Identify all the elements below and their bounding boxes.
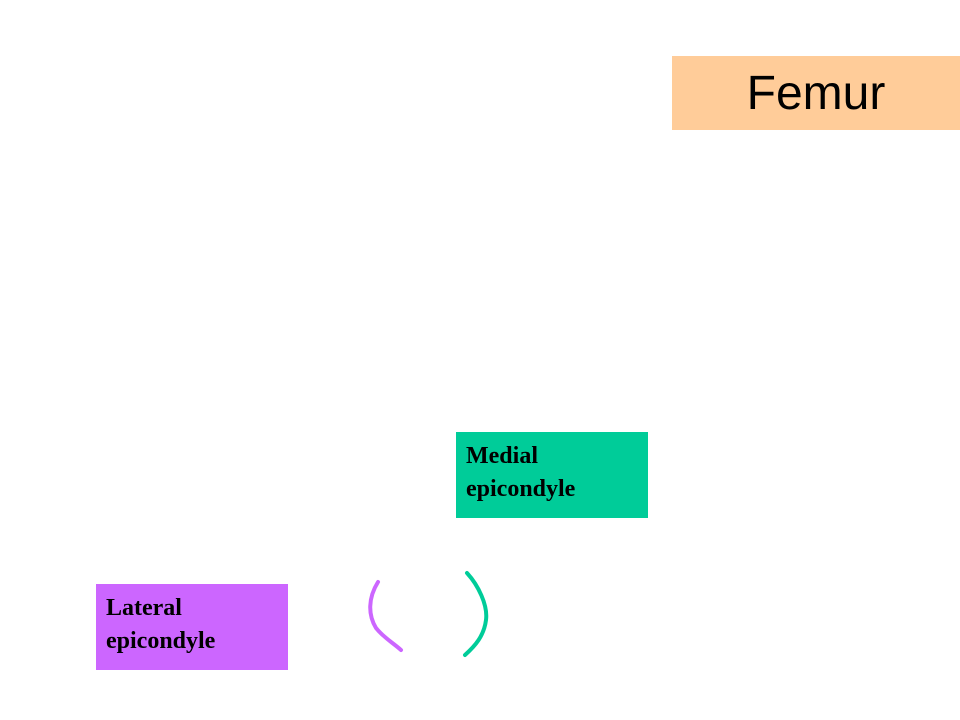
- lateral-label-line2: epicondyle: [106, 628, 216, 654]
- lateral-epicondyle-label: Lateral epicondyle: [96, 584, 288, 670]
- medial-label-line2: epicondyle: [466, 476, 576, 502]
- medial-epicondyle-marker: [463, 571, 489, 657]
- lateral-epicondyle-marker: [368, 580, 403, 652]
- page-title: Femur: [746, 66, 886, 120]
- title-box: Femur: [672, 56, 960, 130]
- medial-epicondyle-label: Medial epicondyle: [456, 432, 648, 518]
- medial-label-line1: Medial: [466, 443, 538, 469]
- lateral-label-line1: Lateral: [106, 595, 182, 621]
